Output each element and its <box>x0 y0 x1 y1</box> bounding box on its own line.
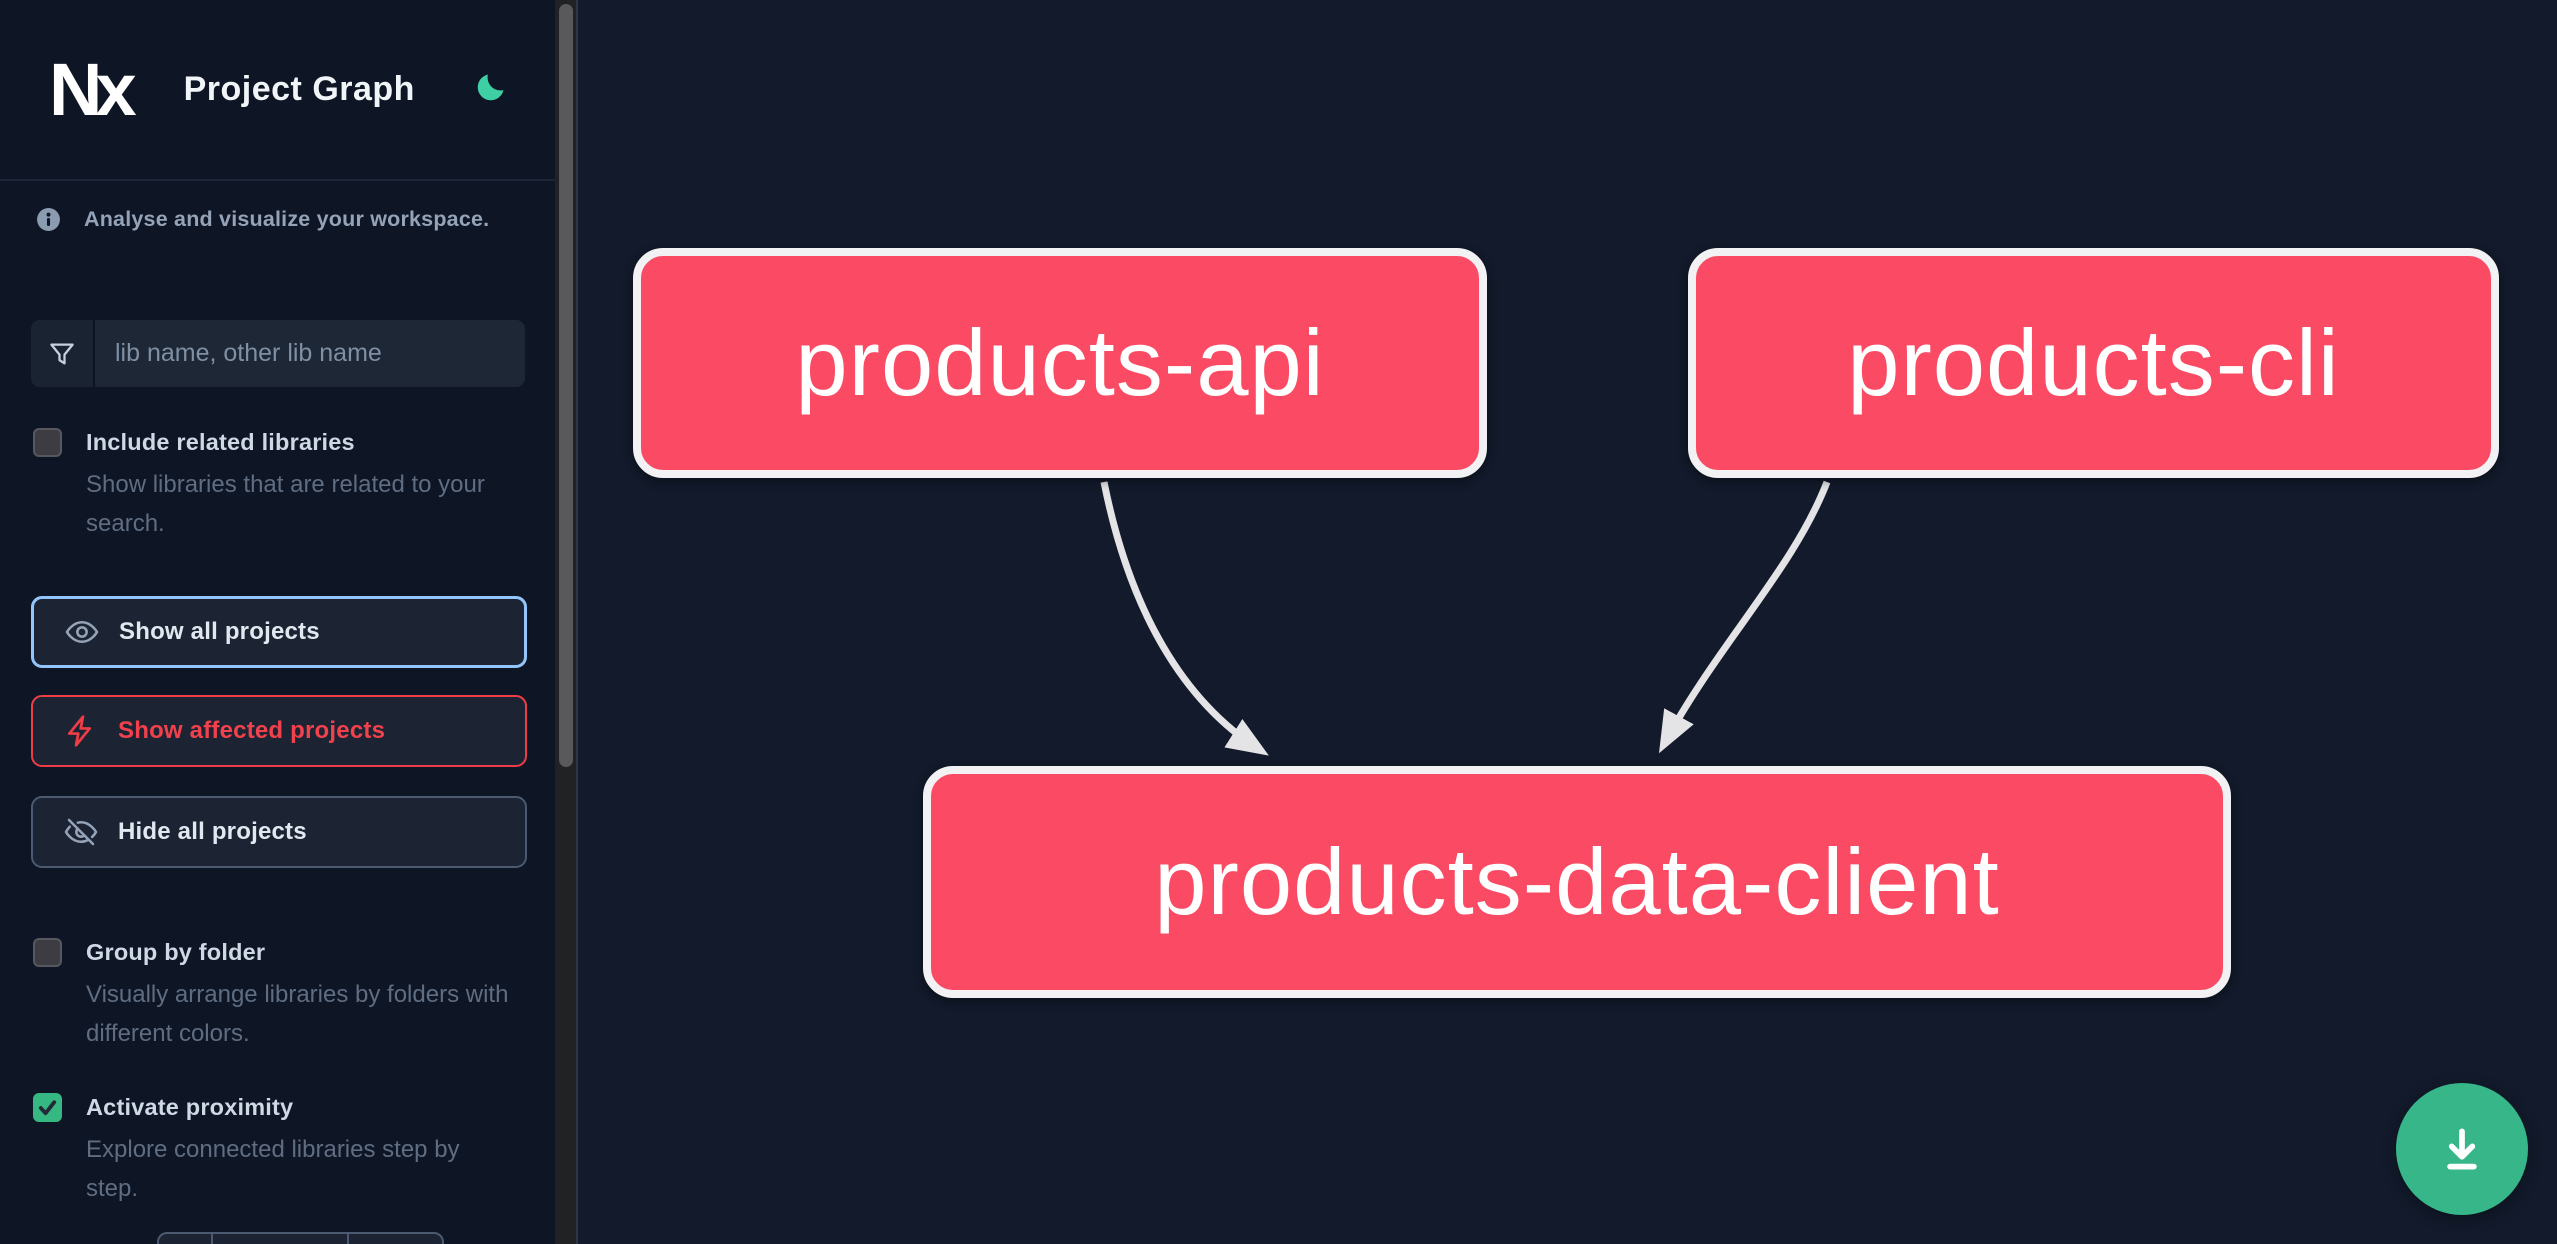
sidebar-header: Nx Project Graph <box>0 0 555 181</box>
node-label: products-api <box>795 310 1325 415</box>
proximity-decrement-button[interactable] <box>159 1234 211 1244</box>
checkmark-icon <box>38 1100 57 1116</box>
show-all-projects-label: Show all projects <box>119 618 320 645</box>
activate-proximity-description: Explore connected libraries step by step… <box>86 1136 460 1202</box>
edge-products-api-to-products-data-client <box>1100 481 1269 756</box>
proximity-increment-button[interactable] <box>347 1234 442 1244</box>
group-by-folder-label: Group by folder <box>86 939 266 965</box>
dark-mode-moon-icon[interactable] <box>474 70 508 104</box>
include-related-checkbox[interactable] <box>33 428 62 457</box>
eye-off-icon <box>64 818 98 846</box>
graph-node-products-data-client[interactable]: products-data-client <box>923 766 2231 998</box>
activate-proximity-checkbox[interactable] <box>33 1093 62 1122</box>
show-affected-projects-label: Show affected projects <box>118 717 386 744</box>
sidebar-scrollbar-thumb[interactable] <box>559 4 573 767</box>
group-by-folder-checkbox[interactable] <box>33 938 62 967</box>
include-related-description: Show libraries that are related to your … <box>86 471 485 537</box>
activate-proximity-label: Activate proximity <box>86 1094 294 1120</box>
graph-node-products-cli[interactable]: products-cli <box>1688 248 2499 478</box>
filter-funnel-icon <box>31 320 95 387</box>
show-all-projects-button[interactable]: Show all projects <box>31 596 527 668</box>
project-graph-canvas[interactable]: products-api products-cli products-data-… <box>578 0 2557 1244</box>
hide-all-projects-label: Hide all projects <box>118 818 307 845</box>
sidebar-scrollbar-track[interactable] <box>555 0 578 1244</box>
search-input[interactable] <box>95 320 525 387</box>
option-activate-proximity: Activate proximity Explore connected lib… <box>33 1093 515 1208</box>
page-title: Project Graph <box>183 70 415 108</box>
search-bar <box>31 320 525 387</box>
dependency-edges <box>1100 480 1831 756</box>
option-include-related: Include related libraries Show libraries… <box>33 428 515 543</box>
graph-node-products-api[interactable]: products-api <box>633 248 1487 478</box>
include-related-label: Include related libraries <box>86 429 355 455</box>
sidebar: Nx Project Graph Analyse and visualize y… <box>0 0 555 1244</box>
download-graph-button[interactable] <box>2396 1083 2528 1215</box>
download-icon <box>2447 1128 2477 1170</box>
edge-products-cli-to-products-data-client <box>1659 480 1831 754</box>
info-icon <box>37 208 60 231</box>
node-label: products-cli <box>1847 310 2340 415</box>
tagline-text: Analyse and visualize your workspace. <box>84 207 490 231</box>
hide-all-projects-button[interactable]: Hide all projects <box>31 796 527 868</box>
proximity-degree-stepper <box>157 1232 444 1244</box>
option-group-by-folder: Group by folder Visually arrange librari… <box>33 938 515 1053</box>
group-by-folder-description: Visually arrange libraries by folders wi… <box>86 981 509 1047</box>
lightning-bolt-icon <box>67 715 92 747</box>
nx-logo: Nx <box>49 47 137 131</box>
node-label: products-data-client <box>1154 829 2000 934</box>
show-affected-projects-button[interactable]: Show affected projects <box>31 695 527 767</box>
proximity-degree-value <box>211 1234 347 1244</box>
tagline-row: Analyse and visualize your workspace. <box>36 207 555 232</box>
eye-icon <box>65 620 99 644</box>
